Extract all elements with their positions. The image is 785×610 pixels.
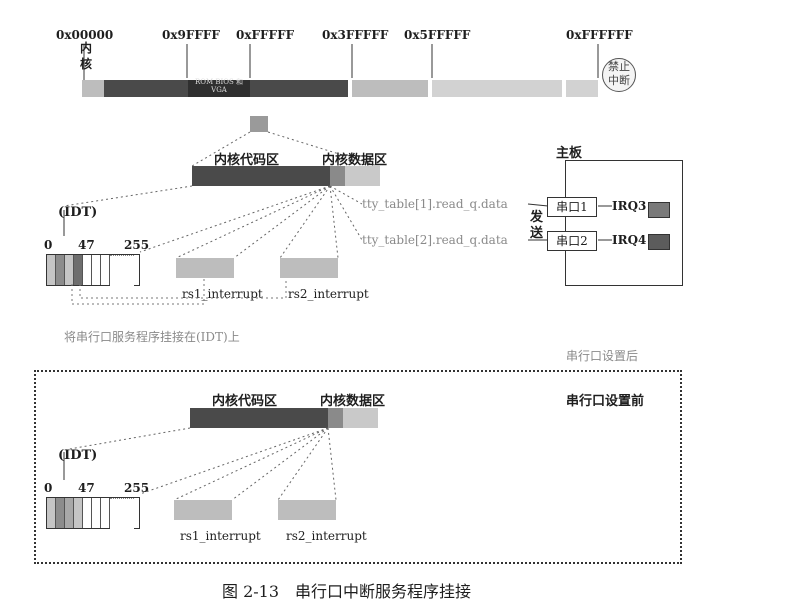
serial-port-2: 串口2 (547, 231, 597, 251)
after-idt-label: (IDT) (58, 205, 98, 220)
board-title: 主板 (556, 146, 583, 161)
hook-note: 将串行口服务程序挂接在(IDT)上 (64, 330, 240, 344)
after-idt-tick-47: 47 (78, 238, 95, 252)
after-code-area-bar (192, 166, 330, 186)
irq3-indicator (648, 202, 670, 218)
forbidden-label: 禁止中断 (608, 60, 630, 87)
after-rs1-block (176, 258, 234, 278)
before-frame (34, 370, 682, 564)
after-rs2-label: rs2_interrupt (288, 287, 369, 301)
after-code-area-label: 内核代码区 (214, 153, 280, 168)
mem-ext3-seg (432, 80, 562, 97)
addr-0xfffff: 0xFFFFF (236, 28, 295, 42)
addr-0x5fffff: 0x5FFFFF (404, 28, 471, 42)
before-rs1-label: rs1_interrupt (180, 529, 261, 543)
addr-0x00000: 0x00000 (56, 28, 114, 42)
before-connectors (63, 427, 337, 501)
irq4-label: IRQ4 (612, 233, 647, 247)
after-idt-table (46, 254, 140, 286)
irq3-label: IRQ3 (612, 199, 647, 213)
before-idt-tick-47: 47 (78, 481, 95, 495)
after-rs2-block (280, 258, 338, 278)
memory-ticks (83, 44, 599, 80)
addr-0xffffff: 0xFFFFFF (566, 28, 633, 42)
after-data-area-bar (330, 166, 380, 186)
zoom-connector (191, 116, 379, 167)
after-idt-tick-255: 255 (124, 238, 150, 252)
before-idt-label: (IDT) (58, 448, 98, 463)
mem-ext2-seg (352, 80, 428, 97)
forbidden-circle (602, 58, 636, 92)
before-data-area-bar (328, 408, 378, 428)
before-idt-tick-255: 255 (124, 481, 150, 495)
mem-low-seg (104, 80, 188, 97)
before-rs2-label: rs2_interrupt (286, 529, 367, 543)
send-label: 发送 (530, 210, 544, 241)
before-idt-table (46, 497, 140, 529)
before-data-area-label: 内核数据区 (320, 394, 386, 409)
after-data-area-label: 内核数据区 (322, 153, 388, 168)
mem-ext4-seg (566, 80, 598, 97)
rom-bios-label: ROM BIOS 和 VGA (194, 78, 244, 94)
tty2-label: tty_table[2].read_q.data (362, 233, 508, 247)
after-caption: 串行口设置后 (566, 349, 639, 363)
motherboard (565, 160, 683, 286)
figure-caption: 图 2-13 串行口中断服务程序挂接 (222, 582, 472, 601)
mem-kernel-seg (82, 80, 104, 97)
before-code-area-bar (190, 408, 328, 428)
addr-0x3fffff: 0x3FFFFF (322, 28, 389, 42)
before-idt-tick-0: 0 (44, 481, 53, 495)
tty1-label: tty_table[1].read_q.data (362, 197, 508, 211)
after-idt-tick-0: 0 (44, 238, 53, 252)
before-code-area-label: 内核代码区 (212, 394, 278, 409)
before-rs2-block (278, 500, 336, 520)
mem-rom-seg (188, 80, 250, 97)
serial-port-1: 串口1 (547, 197, 597, 217)
kernel-label: 内核 (80, 41, 93, 71)
before-caption: 串行口设置前 (566, 394, 645, 409)
before-rs1-block (174, 500, 232, 520)
addr-0x9ffff: 0x9FFFF (162, 28, 220, 42)
irq4-indicator (648, 234, 670, 250)
mem-ext-seg (250, 80, 348, 97)
after-connectors (63, 185, 612, 305)
